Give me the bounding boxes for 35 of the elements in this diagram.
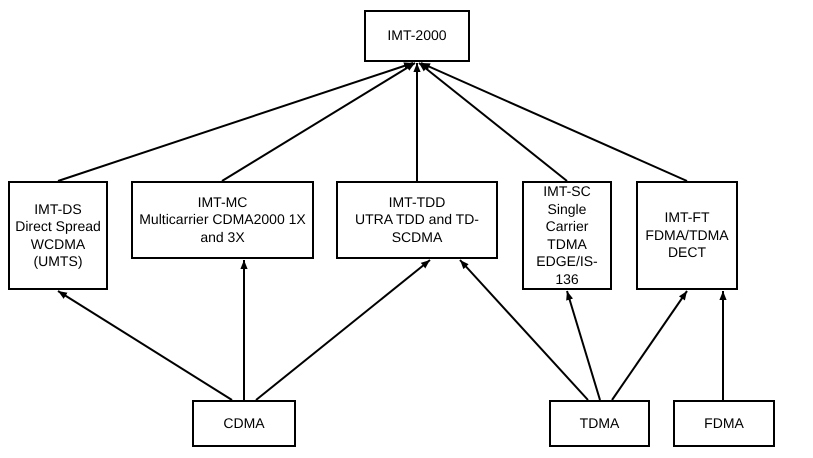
arrow — [221, 62, 416, 182]
process-box — [636, 181, 738, 290]
process-box — [364, 10, 470, 62]
process-box — [522, 181, 612, 290]
arrow — [240, 260, 248, 400]
arrow — [566, 290, 601, 400]
arrow — [413, 63, 421, 181]
box-text: Direct Spread WCDMA (UMTS) — [14, 218, 102, 270]
box-text: FDMA — [704, 414, 744, 432]
box-text: FDMA/TDMA DECT — [644, 226, 730, 262]
process-box — [131, 181, 314, 259]
arrow — [58, 62, 414, 182]
process-box — [192, 400, 296, 447]
arrow — [57, 290, 233, 401]
box-text: UTRA TDD and TD-SCDMA — [354, 211, 480, 246]
box-text: Single Carrier TDMA EDGE/IS-136 — [535, 200, 599, 288]
process-box — [549, 400, 650, 447]
arrow — [459, 259, 589, 401]
box-text: IMT-FT — [664, 209, 710, 227]
box-text: IMT-TDD — [388, 194, 446, 212]
arrow — [611, 290, 688, 401]
process-box — [8, 181, 108, 290]
box-text: TDMA — [580, 414, 620, 432]
arrow — [418, 62, 568, 182]
process-box — [673, 400, 775, 447]
box-text: CDMA — [223, 414, 265, 432]
box-text: IMT-2000 — [387, 27, 447, 45]
box-text: IMT-DS — [34, 200, 82, 218]
arrow — [420, 62, 688, 182]
box-text: IMT-SC — [543, 183, 591, 200]
box-text: Multicarrier CDMA2000 1X and 3X — [138, 211, 307, 246]
arrow — [719, 291, 727, 400]
box-text: IMT-MC — [198, 194, 248, 212]
process-box — [336, 181, 498, 259]
arrow — [255, 259, 431, 401]
